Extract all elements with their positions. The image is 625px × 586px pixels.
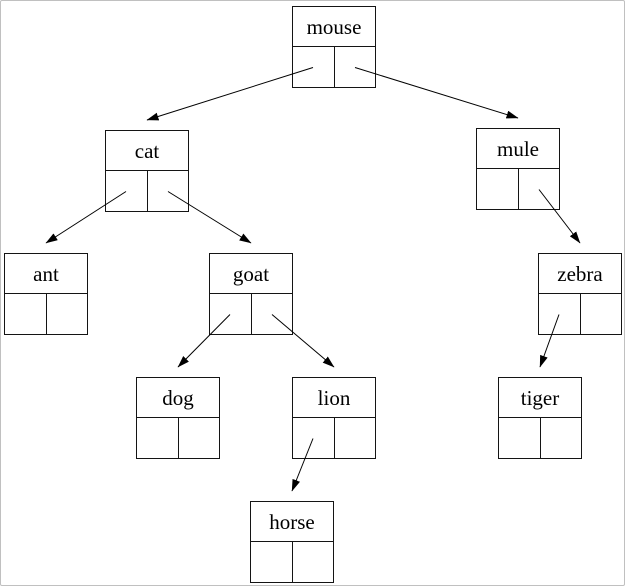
edge-mouse-mule-arrow [354,67,519,119]
left-pointer-cell-horse [251,542,293,582]
right-pointer-cell-mule [519,169,560,209]
node-label-horse: horse [251,502,333,542]
node-label-dog: dog [137,378,219,418]
right-pointer-cell-cat [148,171,189,211]
left-pointer-cell-mule [477,169,519,209]
node-label-lion: lion [293,378,375,418]
tree-node-goat: goat [209,253,293,335]
right-pointer-cell-mouse [335,47,376,87]
right-pointer-cell-horse [293,542,334,582]
node-label-tiger: tiger [499,378,581,418]
node-pointer-cells-lion [293,418,375,458]
left-pointer-cell-tiger [499,418,541,458]
node-pointer-cells-goat [210,294,292,334]
node-pointer-cells-horse [251,542,333,582]
tree-node-mule: mule [476,128,560,210]
node-pointer-cells-mule [477,169,559,209]
left-pointer-cell-goat [210,294,252,334]
right-pointer-cell-dog [179,418,220,458]
edge-mouse-cat-arrow [146,67,314,121]
node-label-goat: goat [210,254,292,294]
tree-node-horse: horse [250,501,334,583]
node-label-zebra: zebra [539,254,621,294]
left-pointer-cell-mouse [293,47,335,87]
left-pointer-cell-lion [293,418,335,458]
right-pointer-cell-lion [335,418,376,458]
left-pointer-cell-cat [106,171,148,211]
node-pointer-cells-dog [137,418,219,458]
left-pointer-cell-dog [137,418,179,458]
node-pointer-cells-ant [5,294,87,334]
node-pointer-cells-tiger [499,418,581,458]
node-pointer-cells-mouse [293,47,375,87]
tree-node-zebra: zebra [538,253,622,335]
tree-node-tiger: tiger [498,377,582,459]
right-pointer-cell-ant [47,294,88,334]
node-label-mule: mule [477,129,559,169]
tree-node-lion: lion [292,377,376,459]
node-pointer-cells-zebra [539,294,621,334]
tree-node-dog: dog [136,377,220,459]
tree-node-ant: ant [4,253,88,335]
node-label-ant: ant [5,254,87,294]
right-pointer-cell-zebra [581,294,622,334]
node-label-cat: cat [106,131,188,171]
left-pointer-cell-ant [5,294,47,334]
right-pointer-cell-goat [252,294,293,334]
left-pointer-cell-zebra [539,294,581,334]
tree-node-cat: cat [105,130,189,212]
tree-node-mouse: mouse [292,6,376,88]
right-pointer-cell-tiger [541,418,582,458]
node-label-mouse: mouse [293,7,375,47]
node-pointer-cells-cat [106,171,188,211]
